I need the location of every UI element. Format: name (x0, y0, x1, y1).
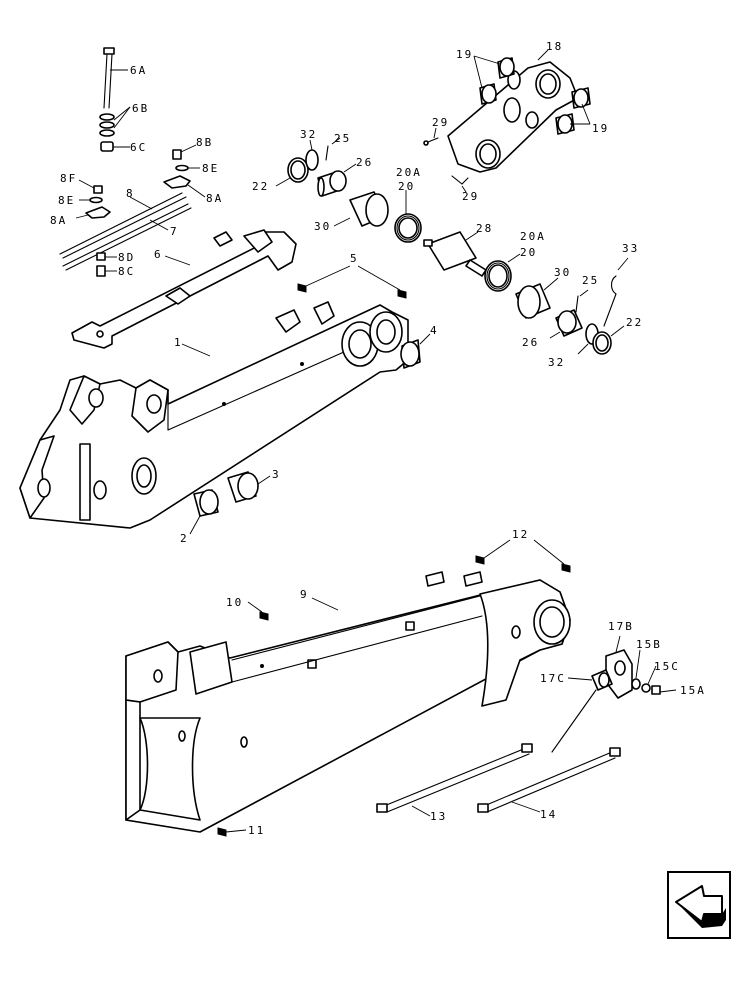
clamp-8a-right (163, 175, 206, 198)
oring-22-left (275, 157, 309, 187)
callout-22-left: 22 (252, 180, 269, 193)
link-18 (447, 49, 579, 173)
bolt-10 (247, 601, 269, 621)
callout-3: 3 (272, 468, 281, 481)
callout-20-left: 20 (398, 180, 415, 193)
pin-25-left (325, 137, 341, 161)
bushing-2 (189, 489, 219, 535)
previous-page-arrow-icon (675, 885, 726, 928)
callout-8e-left: 8E (58, 194, 75, 207)
pin-25-right (575, 289, 589, 313)
callout-25-right: 25 (582, 274, 599, 287)
block-17b (605, 635, 633, 699)
cylinder-pin-28 (423, 231, 487, 277)
pin-26-left (317, 163, 357, 197)
callout-10: 10 (226, 596, 243, 609)
tube-13 (376, 743, 533, 817)
clip-33 (603, 257, 629, 327)
callout-7: 7 (170, 225, 179, 238)
bearing-20-right (484, 253, 521, 292)
callout-4: 4 (430, 324, 439, 337)
fitting-17c (567, 669, 613, 691)
callout-15a: 15A (680, 684, 706, 697)
callout-20a-right: 20A (520, 230, 546, 243)
callout-28: 28 (476, 222, 493, 235)
bracket-6 (71, 229, 297, 349)
callout-19-top: 19 (456, 48, 473, 61)
washer-32-left (305, 139, 319, 171)
bolt-6a (103, 47, 128, 109)
callout-8a-right: 8A (206, 192, 223, 205)
bushings-19 (473, 55, 591, 135)
callout-8a-left: 8A (50, 214, 67, 227)
callout-25-left: 25 (334, 132, 351, 145)
callout-14: 14 (540, 808, 557, 821)
callout-15b: 15B (636, 638, 662, 651)
callout-32-right: 32 (548, 356, 565, 369)
callout-1: 1 (174, 336, 183, 349)
boom-1 (19, 301, 409, 529)
callout-20a-left: 20A (396, 166, 422, 179)
bushing-4 (400, 333, 431, 369)
callout-6: 6 (154, 248, 163, 261)
nut-6c (100, 141, 130, 152)
pins-29 (423, 127, 469, 193)
callout-15c: 15C (654, 660, 680, 673)
callout-6a: 6A (130, 64, 147, 77)
callout-30-right: 30 (554, 266, 571, 279)
callout-19-right: 19 (592, 122, 609, 135)
fittings-15 (631, 649, 677, 695)
callout-8f: 8F (60, 172, 77, 185)
callout-8: 8 (126, 187, 135, 200)
bolts-12 (475, 539, 571, 573)
callout-12: 12 (512, 528, 529, 541)
callout-32-left: 32 (300, 128, 317, 141)
callout-8e-right: 8E (202, 162, 219, 175)
washer-8e-right (175, 164, 200, 172)
callout-5: 5 (350, 252, 359, 265)
clamp-8a-left (75, 206, 111, 219)
callout-26-right: 26 (522, 336, 539, 349)
bearing-20-left (394, 190, 422, 243)
bushing-3 (227, 471, 271, 503)
callout-29-bottom: 29 (462, 190, 479, 203)
previous-page-button[interactable] (667, 871, 731, 939)
boom-9 (125, 571, 571, 833)
callout-8b: 8B (196, 136, 213, 149)
nut-8f (78, 179, 103, 194)
callout-2: 2 (180, 532, 189, 545)
callout-22-right: 22 (626, 316, 643, 329)
callout-17b: 17B (608, 620, 634, 633)
callout-labels: 6A 6B 6C 8B 8E 8A 8F 8E 8A 8 7 8D 8C 6 5… (50, 40, 706, 837)
bolts-5 (297, 265, 407, 299)
callout-33: 33 (622, 242, 639, 255)
oring-22-right (592, 325, 625, 355)
callout-9: 9 (300, 588, 309, 601)
callout-11: 11 (248, 824, 265, 837)
tube-8 (59, 192, 187, 259)
callout-18: 18 (546, 40, 563, 53)
callout-30-left: 30 (314, 220, 331, 233)
bushing-30-right (515, 277, 559, 319)
callout-6c: 6C (130, 141, 147, 154)
screw-8d-8c (96, 252, 117, 277)
callout-29-top: 29 (432, 116, 449, 129)
screw-8b (172, 144, 197, 160)
callout-6b: 6B (132, 102, 149, 115)
tube-7 (62, 203, 192, 271)
tube-14 (477, 747, 621, 813)
pin-26-right (549, 309, 583, 339)
callout-17c: 17C (540, 672, 566, 685)
washer-8e-left (79, 196, 103, 204)
callout-20-right: 20 (520, 246, 537, 259)
callout-13: 13 (430, 810, 447, 823)
callout-8c: 8C (118, 265, 135, 278)
hose-leader-line (551, 689, 597, 753)
callout-8d: 8D (118, 251, 135, 264)
bolt-11 (217, 827, 247, 837)
washers-6b (99, 106, 131, 137)
callout-26-left: 26 (356, 156, 373, 169)
bushing-30-left (333, 191, 389, 227)
